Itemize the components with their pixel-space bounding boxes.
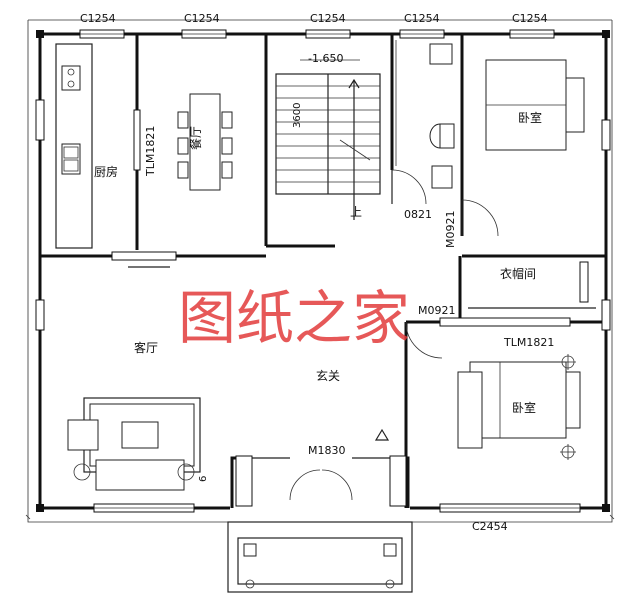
room-label-living: 客厅 <box>134 340 158 355</box>
entrance-steps <box>227 521 413 593</box>
door-label-bedroom-1: M0921 <box>444 211 457 249</box>
window-label-top-1: C1254 <box>80 12 116 25</box>
door-label-closet: M0921 <box>418 304 456 317</box>
window-label-top-4: C1254 <box>404 12 440 25</box>
stair-up-label: 上 <box>350 205 362 219</box>
room-label-kitchen: 厨房 <box>94 164 118 179</box>
window-left-kitchen <box>35 99 45 141</box>
step-count-label: 6 <box>198 476 209 482</box>
window-right-bedroom-1 <box>601 119 611 151</box>
windows <box>35 29 611 513</box>
window-label-bottom-bedroom: C2454 <box>472 520 508 533</box>
staircase <box>275 59 381 220</box>
room-label-closet: 衣帽间 <box>500 266 536 281</box>
room-label-foyer: 玄关 <box>316 368 340 383</box>
stove-icon <box>61 65 81 91</box>
washbasin-icon <box>429 43 453 65</box>
sofa-set-icon <box>67 397 201 491</box>
kitchen-sliding-door <box>133 109 141 171</box>
window-label-top-2: C1254 <box>184 12 220 25</box>
room-label-bedroom-1: 卧室 <box>518 110 542 125</box>
bedroom-2-sliding-door <box>439 317 571 327</box>
door-label-bath: 0821 <box>404 208 432 221</box>
labels: C1254 C1254 C1254 C1254 C1254 C2454 TLM1… <box>80 12 554 533</box>
window-label-top-5: C1254 <box>512 12 548 25</box>
stair-dimension-label: 3600 <box>292 103 303 128</box>
sink-icon <box>61 143 81 175</box>
closet-rail <box>468 261 596 309</box>
bathroom-fixtures <box>395 40 455 189</box>
kitchen-counter <box>55 43 93 249</box>
bath-door <box>391 169 427 205</box>
closet-door <box>405 321 443 359</box>
room-label-bedroom-2: 卧室 <box>512 400 536 415</box>
window-label-top-3: C1254 <box>310 12 346 25</box>
entrance-door <box>235 455 407 507</box>
columns <box>36 30 610 512</box>
door-label-bedroom-2-slide: TLM1821 <box>503 336 554 349</box>
dining-table-icon <box>177 93 233 191</box>
door-label-entrance: M1830 <box>308 444 346 457</box>
shower-icon <box>431 165 453 189</box>
window-right-bedroom <box>601 299 611 331</box>
door-label-kitchen-dining: TLM1821 <box>144 126 157 177</box>
bedroom-1-bed-icon <box>485 59 585 151</box>
window-left-living <box>35 299 45 331</box>
shoe-cabinet-icon <box>374 428 390 441</box>
dining-living-opening <box>111 251 177 268</box>
stair-elevation-label: -1.650 <box>308 52 343 65</box>
bedroom-2-bed-icon <box>457 354 581 460</box>
watermark-text: 图纸之家 <box>178 284 410 352</box>
bedroom-1-door <box>461 199 499 237</box>
room-label-dining: 餐厅 <box>188 126 203 150</box>
